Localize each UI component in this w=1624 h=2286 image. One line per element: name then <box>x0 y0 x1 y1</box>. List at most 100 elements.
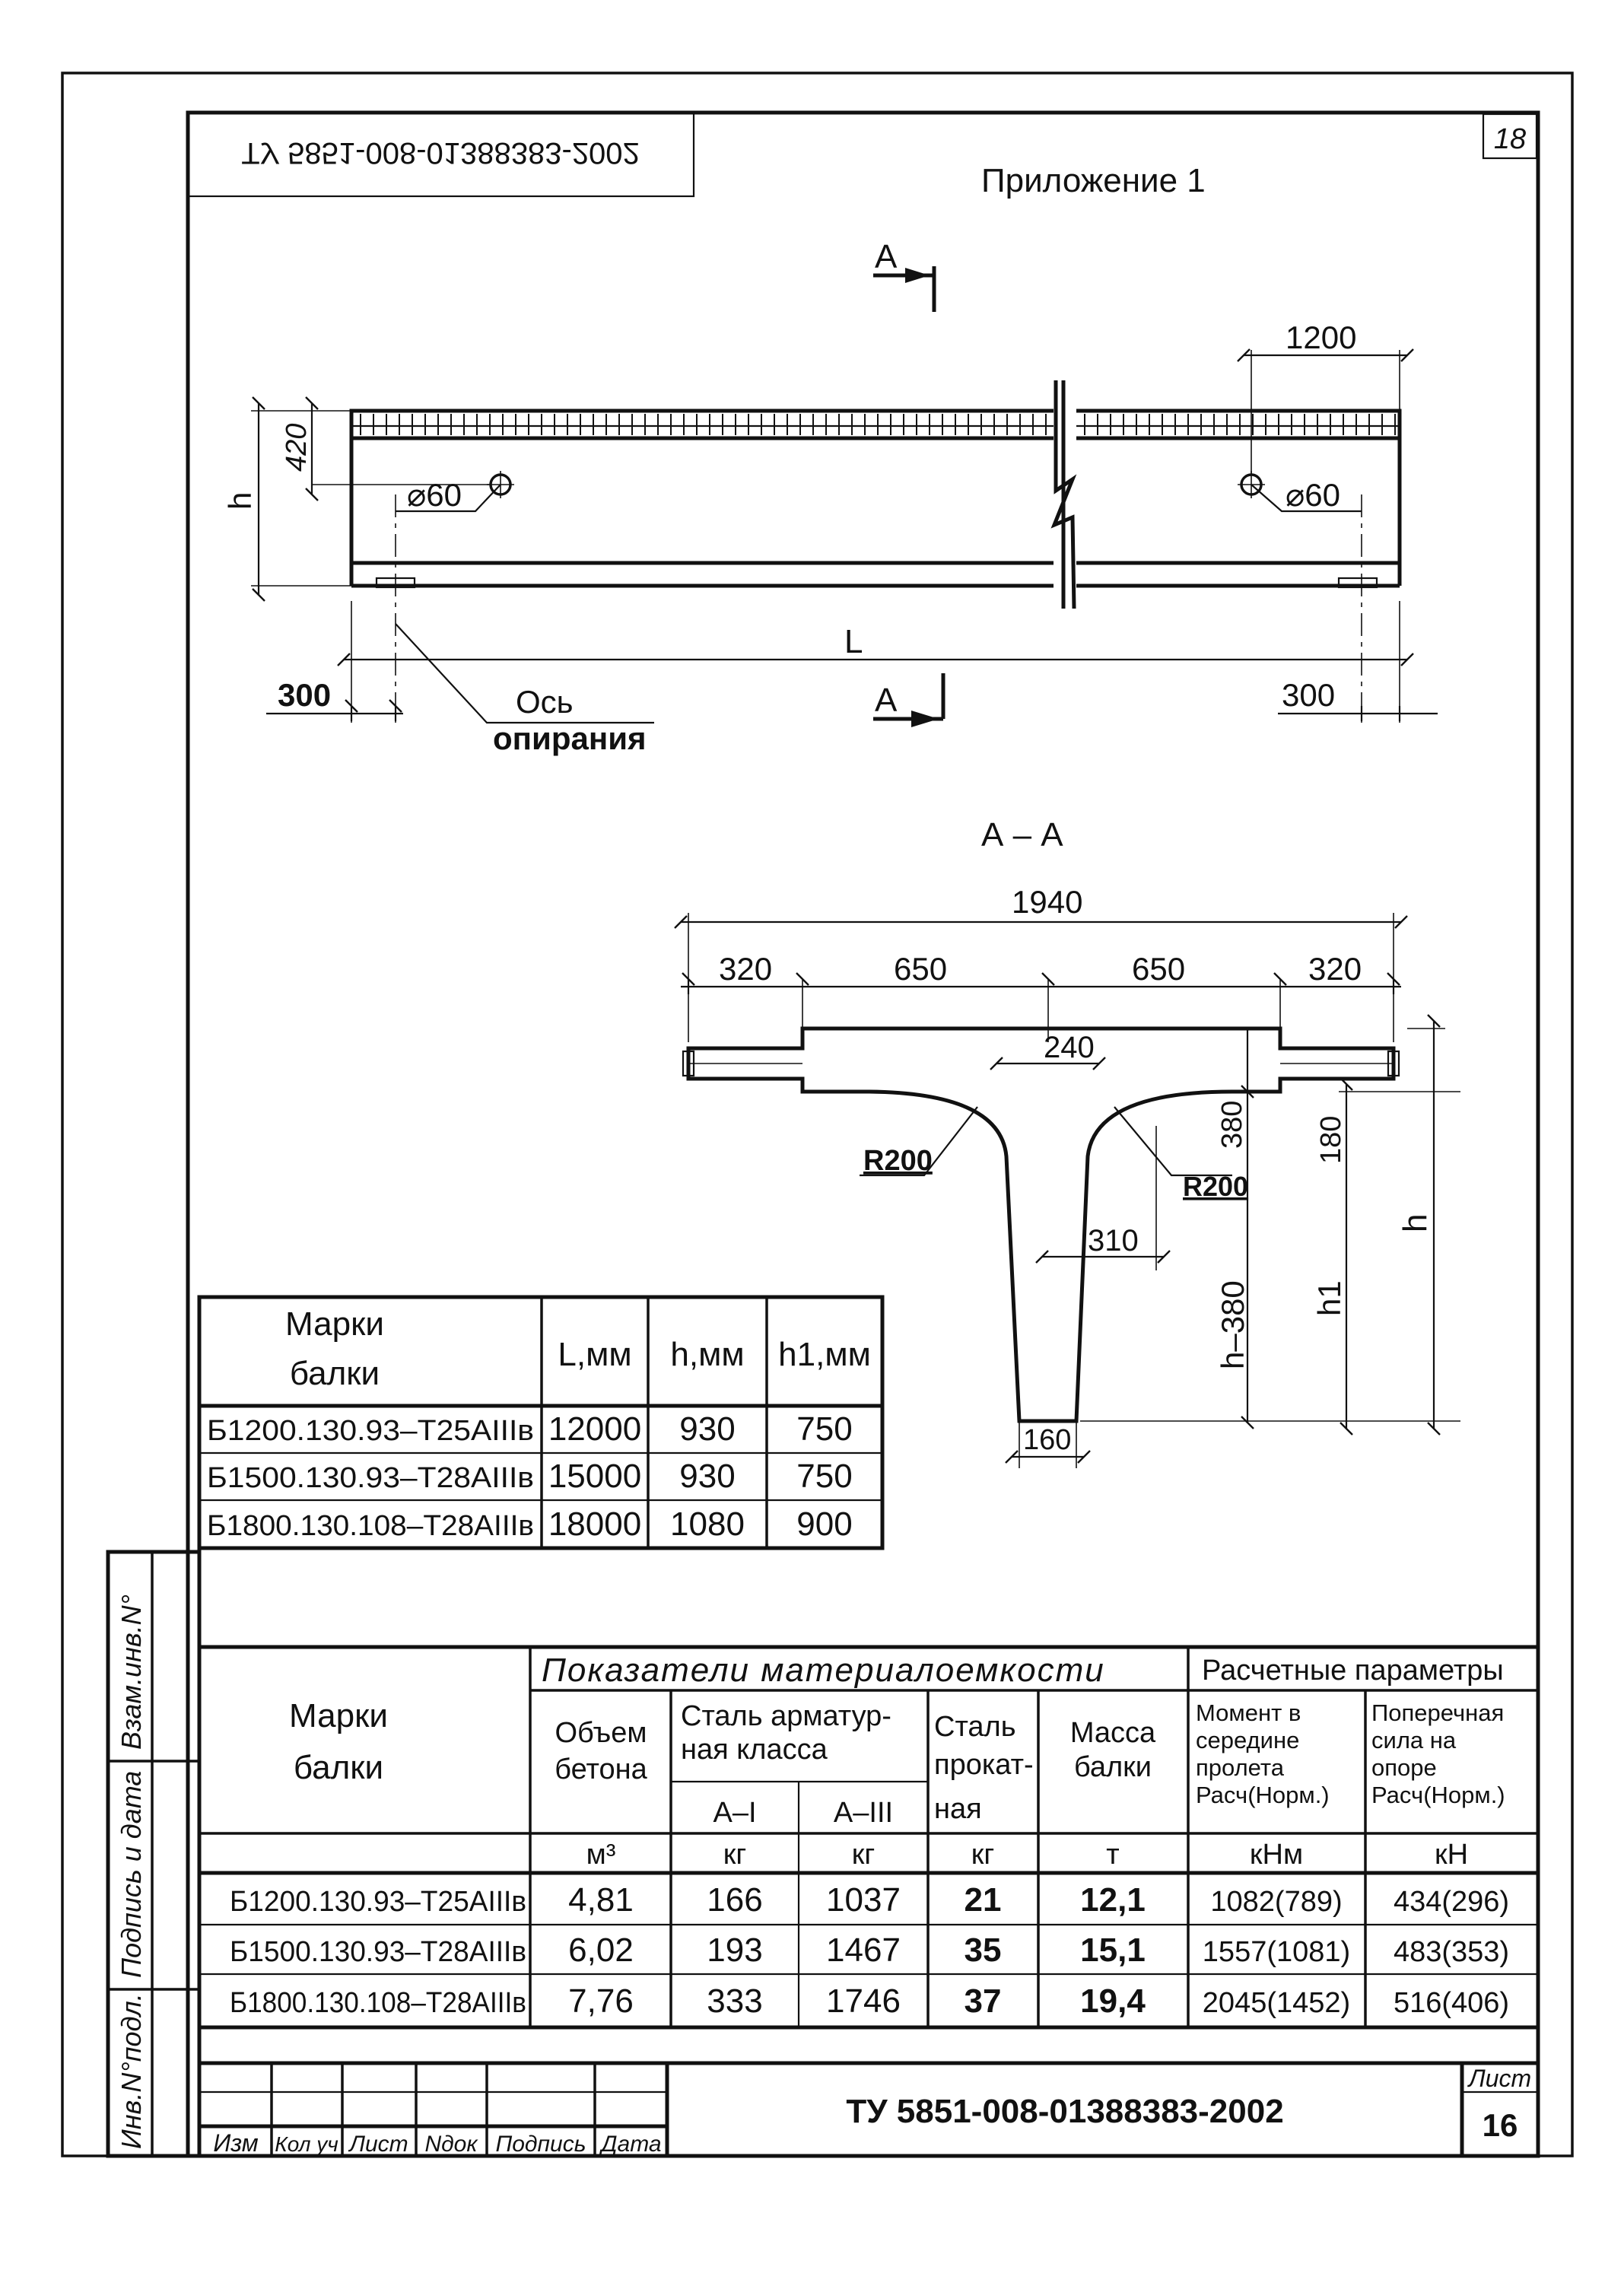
t2-col-rebar-a3: А–III <box>834 1797 893 1829</box>
t2-r2-shear: 483(353) <box>1394 1936 1509 1968</box>
tb-col-kol: Кол уч <box>275 2132 338 2156</box>
dim-180: 180 <box>1315 1116 1347 1164</box>
t2-r2-moment: 1557(1081) <box>1203 1936 1350 1968</box>
dim-240: 240 <box>1044 1031 1095 1064</box>
t1-header-mark-1: Марки <box>285 1305 384 1343</box>
t2-col-moment-2: середине <box>1196 1727 1299 1753</box>
t2-r2-mass: 15,1 <box>1080 1931 1146 1969</box>
t1-r3-mark: Б1800.130.108–Т28АIIIв <box>207 1510 534 1542</box>
t1-header-mark-2: балки <box>290 1355 380 1392</box>
dim-h-minus-380: h–380 <box>1215 1280 1251 1369</box>
section-mark-top: А <box>875 238 898 275</box>
t2-unit-shear: кН <box>1435 1839 1468 1871</box>
t1-r3-L: 18000 <box>548 1505 641 1543</box>
tb-sheet-number: 16 <box>1483 2107 1518 2143</box>
t2-r2-a1: 193 <box>707 1931 762 1969</box>
t2-unit-a3: кг <box>852 1839 876 1871</box>
axis-label-line1: Ось <box>516 684 574 720</box>
mirrored-stamp-box <box>186 111 695 198</box>
hole-label-left: ⌀60 <box>407 477 462 513</box>
tb-col-izm: Изм <box>213 2129 258 2157</box>
axis-label-line2: опирания <box>493 720 647 756</box>
t2-row-3: Б1800.130.108–Т28АIIIв 7,76 333 1746 37 … <box>230 1982 1509 2020</box>
t2-r3-a3: 1746 <box>826 1982 901 2020</box>
dim-h-elevation: h <box>222 492 258 510</box>
dim-160: 160 <box>1023 1424 1071 1456</box>
t2-r1-concrete: 4,81 <box>568 1881 634 1919</box>
dim-320-left: 320 <box>719 951 772 987</box>
dim-L: L <box>844 623 863 660</box>
radius-left: R200 <box>863 1145 933 1177</box>
t1-header-h1: h1,мм <box>778 1336 871 1373</box>
tb-col-date: Дата <box>599 2132 661 2157</box>
t1-r2-L: 15000 <box>548 1458 641 1495</box>
t1-r2-h1: 750 <box>796 1458 852 1495</box>
t2-col-shear-3: опоре <box>1371 1754 1437 1781</box>
t2-col-rolled-3: ная <box>934 1793 982 1825</box>
t2-r3-moment: 2045(1452) <box>1203 1987 1350 2019</box>
t2-unit-concrete: м³ <box>586 1839 616 1871</box>
t2-col-shear-1: Поперечная <box>1371 1699 1504 1726</box>
t2-col-moment-1: Момент в <box>1196 1699 1301 1726</box>
t2-col-moment-3: пролета <box>1196 1754 1285 1781</box>
t2-col-shear-2: сила на <box>1371 1727 1457 1753</box>
dim-1940: 1940 <box>1012 884 1082 920</box>
tb-sheet-label: Лист <box>1467 2065 1531 2092</box>
flange-ribs <box>360 414 1396 435</box>
beam-section: А – А 1940 320 650 650 320 240 R200 R200 <box>674 816 1460 1468</box>
t1-r1-L: 12000 <box>548 1410 641 1448</box>
t2-col-mark-1: Марки <box>289 1697 388 1734</box>
mirrored-stamp: ТУ 5851-008-01388383-2002 <box>241 136 640 170</box>
t1-r3-h: 1080 <box>670 1505 745 1543</box>
t2-r1-rolled: 21 <box>965 1881 1002 1919</box>
t2-unit-mass: т <box>1106 1839 1119 1871</box>
t1-r1-h1: 750 <box>796 1410 852 1448</box>
t2-unit-rolled: кг <box>971 1839 995 1871</box>
side-stamp: Взам.инв.N° Подпись и дата Инв.N°подл. <box>106 1550 202 2158</box>
section-title: А – А <box>981 816 1063 854</box>
corner-number-box <box>1482 113 1538 160</box>
t2-col-moment-4: Расч(Норм.) <box>1196 1782 1330 1808</box>
t2-col-concrete-1: Объем <box>555 1717 647 1749</box>
radius-right: R200 <box>1183 1171 1248 1202</box>
t2-r1-mark: Б1200.130.93–Т25АIIIв <box>230 1886 526 1918</box>
t1-r1-mark: Б1200.130.93–Т25АIIIв <box>207 1415 534 1447</box>
dim-420: 420 <box>281 424 313 472</box>
t2-row-2: Б1500.130.93–Т28АIIIв 6,02 193 1467 35 1… <box>230 1931 1509 1969</box>
t2-col-mark-2: балки <box>294 1749 383 1786</box>
t2-row-1: Б1200.130.93–Т25АIIIв 4,81 166 1037 21 1… <box>230 1881 1509 1919</box>
t2-col-concrete-2: бетона <box>555 1753 647 1785</box>
t2-r3-shear: 516(406) <box>1394 1987 1509 2019</box>
dim-300-left: 300 <box>278 677 331 713</box>
dim-650-right: 650 <box>1132 951 1185 987</box>
t2-r3-mass: 19,4 <box>1080 1982 1146 2020</box>
t2-col-rolled-1: Сталь <box>934 1711 1016 1743</box>
t2-col-rebar-2: ная класса <box>681 1734 828 1766</box>
t2-col-rolled-2: прокат- <box>934 1749 1034 1781</box>
t2-r1-a3: 1037 <box>826 1881 901 1919</box>
materials-table: Показатели материалоемкости Расчетные па… <box>197 1645 1540 2030</box>
t2-r1-a1: 166 <box>707 1881 762 1919</box>
t2-r2-mark: Б1500.130.93–Т28АIIIв <box>230 1936 526 1968</box>
t2-r2-concrete: 6,02 <box>568 1931 634 1969</box>
t2-r3-a1: 333 <box>707 1982 762 2020</box>
title-block: Изм Кол уч Лист Nдок Подпись Дата ТУ 585… <box>197 2027 1538 2157</box>
t2-col-rebar-1: Сталь арматур- <box>681 1700 891 1732</box>
t1-r1-h: 930 <box>679 1410 735 1448</box>
t2-r1-shear: 434(296) <box>1394 1886 1509 1918</box>
t2-r3-concrete: 7,76 <box>568 1982 634 2020</box>
dim-1200: 1200 <box>1286 320 1356 355</box>
t1-r2-mark: Б1500.130.93–Т28АIIIв <box>207 1462 534 1494</box>
tb-col-sign: Подпись <box>496 2132 586 2157</box>
t2-col-shear-4: Расч(Норм.) <box>1371 1782 1505 1808</box>
dimensions-table: Марки балки L,мм h,мм h1,мм Б1200.130.93… <box>197 1295 885 1550</box>
t2-group-material: Показатели материалоемкости <box>542 1652 1105 1689</box>
dim-380: 380 <box>1216 1101 1248 1149</box>
appendix-title: Приложение 1 <box>981 162 1206 199</box>
beam-elevation: А ⌀60 ⌀60 420 <box>222 238 1438 756</box>
tb-document-code: ТУ 5851-008-01388383-2002 <box>846 2093 1283 2130</box>
t2-unit-moment: кНм <box>1250 1839 1303 1871</box>
dim-300-right: 300 <box>1282 677 1335 713</box>
hole-label-right: ⌀60 <box>1286 477 1340 513</box>
